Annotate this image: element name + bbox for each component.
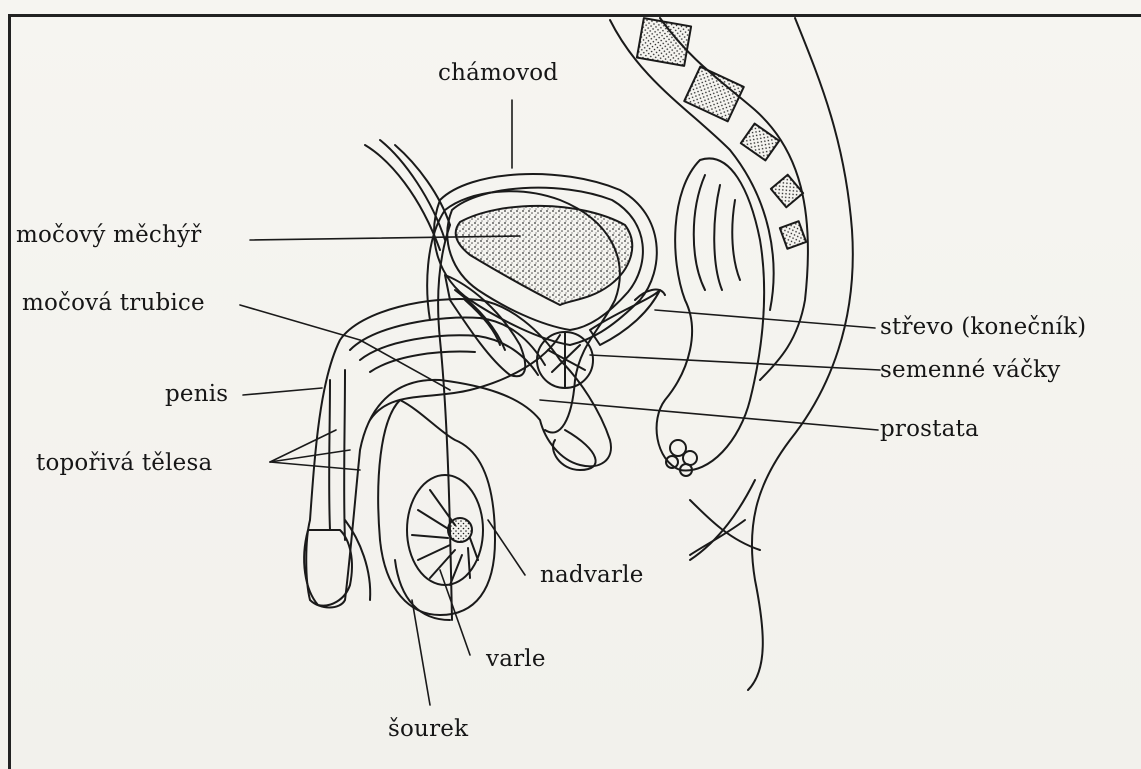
label-semenne-vacky: semenné váčky xyxy=(880,359,1061,382)
label-mocova-trubice: močová trubice xyxy=(22,292,205,315)
label-toporiva-telesa: topořivá tělesa xyxy=(36,452,212,475)
leader-penis xyxy=(243,388,322,395)
label-sourek: šourek xyxy=(388,718,468,741)
leader-strevo xyxy=(655,310,875,328)
label-prostata: prostata xyxy=(880,418,979,441)
leader-prostata xyxy=(540,400,878,430)
label-chamovod: chámovod xyxy=(438,62,558,85)
label-nadvarle: nadvarle xyxy=(540,564,644,587)
glans xyxy=(304,530,352,606)
body-outline-inner xyxy=(690,500,760,550)
vertebra-2 xyxy=(684,67,744,122)
label-penis: penis xyxy=(165,383,228,406)
label-strevo: střevo (konečník) xyxy=(880,316,1086,339)
label-varle: varle xyxy=(486,648,546,671)
vertebra-1 xyxy=(637,18,691,66)
label-mocovy-mechyr: močový měchýř xyxy=(16,224,201,247)
sacrum-front xyxy=(610,20,774,310)
bladder-interior xyxy=(456,206,633,305)
vertebra-5 xyxy=(780,221,806,249)
